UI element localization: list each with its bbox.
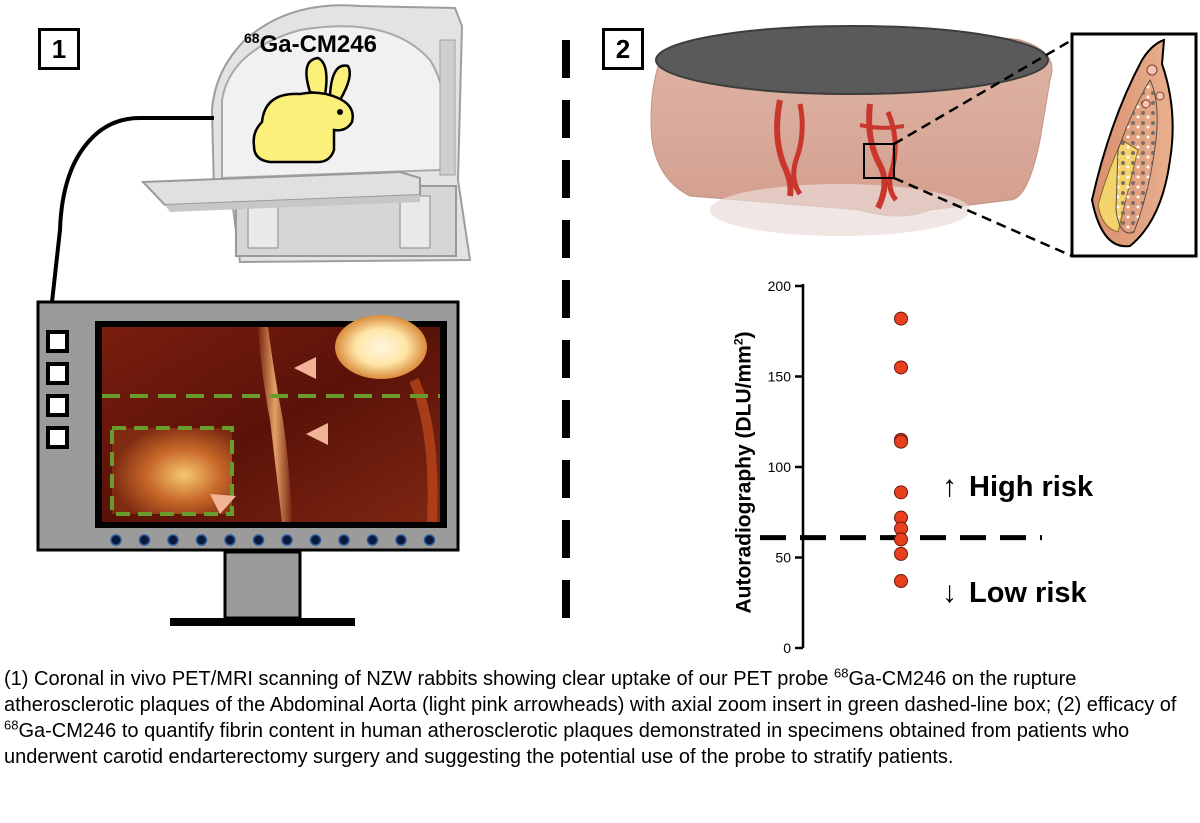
monitor-button — [46, 394, 69, 417]
neck-cross-section — [655, 25, 1049, 95]
high-risk-text: High risk — [969, 470, 1094, 503]
data-point — [894, 546, 908, 561]
monitor-dot — [195, 534, 208, 546]
panel-label-2: 2 — [602, 28, 644, 70]
y-tick-label: 100 — [768, 459, 792, 475]
rabbit-icon — [252, 56, 354, 164]
probe-isotope-sup: 68 — [244, 30, 260, 46]
y-tick-label: 50 — [775, 550, 791, 566]
caption-part-2: Ga-CM246 on the rupture atherosclerotic … — [4, 668, 1177, 716]
low-risk-label: ↓ Low risk — [942, 576, 1087, 610]
data-points — [894, 311, 908, 589]
caption-part-3: Ga-CM246 to quantify fibrin content in h… — [4, 720, 1130, 768]
y-tick-label: 150 — [768, 369, 792, 385]
y-axis-label-sup: 2 — [731, 338, 746, 346]
cable — [50, 116, 214, 303]
data-point — [894, 434, 908, 449]
monitor-dot — [281, 534, 293, 546]
zoom-inset — [112, 428, 232, 514]
monitor-dot — [138, 534, 151, 546]
y-ticks: 0 50 100 150 200 — [768, 278, 803, 656]
plaque-inset-icon — [1070, 32, 1198, 258]
monitor-button — [46, 426, 69, 449]
arrowhead-icon — [210, 494, 236, 514]
y-axis-label-end: ) — [732, 331, 756, 339]
monitor-button — [46, 362, 69, 385]
zoom-region-box — [863, 143, 895, 179]
pet-scanner-icon — [140, 4, 472, 264]
high-risk-label: ↑ High risk — [942, 470, 1093, 504]
arrowhead-icon — [294, 357, 316, 379]
caption-part-1: (1) Coronal in vivo PET/MRI scanning of … — [4, 668, 834, 690]
monitor-icon — [36, 300, 460, 626]
monitor-dot — [224, 534, 236, 546]
panel-label-1: 1 — [38, 28, 80, 70]
neck-model-icon — [650, 25, 1053, 236]
monitor-dot — [167, 534, 179, 546]
data-point — [894, 574, 908, 589]
figure-caption: (1) Coronal in vivo PET/MRI scanning of … — [4, 666, 1194, 770]
y-axis-label-text: Autoradiography (DLU/mm — [732, 345, 756, 614]
caption-sup-1: 68 — [834, 665, 849, 681]
data-point — [894, 485, 908, 500]
y-axis-label: Autoradiography (DLU/mm2) — [732, 323, 757, 623]
low-risk-text: Low risk — [969, 576, 1087, 609]
arrow-down-icon: ↓ — [942, 576, 957, 609]
data-point — [894, 311, 908, 326]
monitor-dots — [110, 534, 436, 546]
arrow-up-icon: ↑ — [942, 470, 957, 503]
monitor-dot — [395, 534, 407, 546]
scatter-chart: 0 50 100 150 200 — [760, 278, 1042, 656]
data-point — [894, 532, 908, 547]
caption-sup-2: 68 — [4, 717, 19, 733]
monitor-dot — [252, 534, 265, 546]
monitor-dot — [423, 534, 436, 546]
zoom-line — [893, 176, 1073, 258]
zoom-box — [110, 426, 234, 516]
monitor-dot — [366, 534, 379, 546]
probe-label: 68Ga-CM246 — [244, 30, 377, 59]
zoom-line — [893, 38, 1073, 146]
data-point — [894, 360, 908, 375]
monitor-dot — [309, 534, 322, 546]
y-tick-label: 0 — [783, 640, 791, 656]
monitor-button — [46, 330, 69, 353]
monitor-dot — [338, 534, 350, 546]
monitor-dot — [110, 534, 122, 546]
y-tick-label: 200 — [768, 278, 792, 294]
probe-name: Ga-CM246 — [259, 31, 377, 58]
arrowhead-icon — [306, 423, 328, 445]
